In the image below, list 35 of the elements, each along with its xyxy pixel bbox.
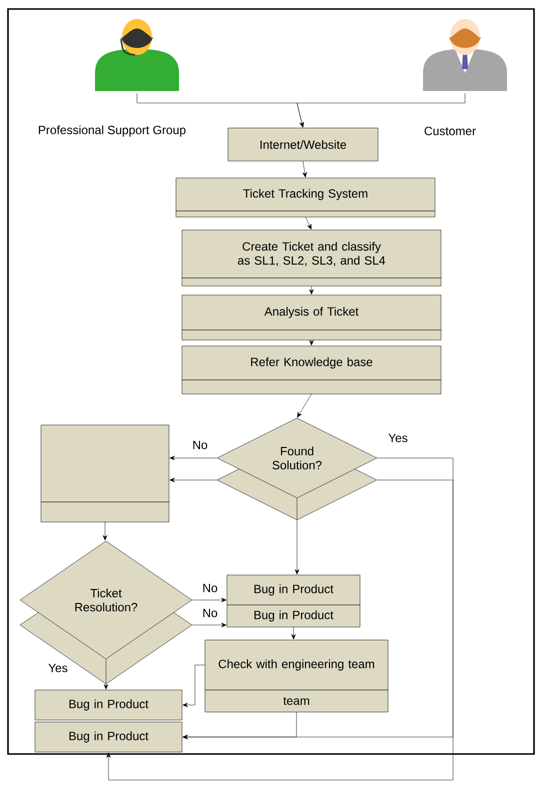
caption-text: Professional Support Group xyxy=(38,125,186,137)
arrow xyxy=(106,480,454,780)
arrow xyxy=(104,659,108,690)
arrow xyxy=(291,627,296,640)
arrow xyxy=(309,340,314,346)
arrow xyxy=(297,394,312,418)
edge-label: Yes xyxy=(387,432,409,444)
arrow xyxy=(170,456,217,460)
arrow xyxy=(102,522,108,540)
arrow xyxy=(294,498,300,574)
arrow xyxy=(182,712,297,740)
process-box: Bug in Product xyxy=(34,722,182,752)
box-text: team xyxy=(283,697,310,705)
edge-label: No xyxy=(201,608,219,618)
arrow xyxy=(170,478,217,482)
caption-text: Customer xyxy=(424,126,476,136)
arrow xyxy=(296,93,466,128)
process-box: Ticket Tracking System xyxy=(176,178,436,218)
process-box: Analysis of Ticket xyxy=(182,294,442,340)
edge-label: No xyxy=(191,440,209,450)
arrow xyxy=(192,598,226,602)
arrow xyxy=(309,286,314,294)
arrow xyxy=(305,216,312,230)
arrow xyxy=(302,161,307,178)
process-box: Bug in Product xyxy=(226,604,360,628)
process-box: Create Ticket and classify as SL1, SL2, SL3, and SL4 xyxy=(182,230,442,286)
edge-label: No xyxy=(201,582,219,594)
arrow xyxy=(182,664,205,708)
process-box: Bug in Product xyxy=(226,574,360,606)
edge-label: Yes xyxy=(47,662,69,674)
process-box xyxy=(40,424,170,522)
process-box: Bug in Product xyxy=(34,690,182,720)
process-box: Refer Knowledge base xyxy=(182,346,442,394)
arrow xyxy=(192,622,226,628)
process-box: Internet/Website xyxy=(228,128,378,162)
